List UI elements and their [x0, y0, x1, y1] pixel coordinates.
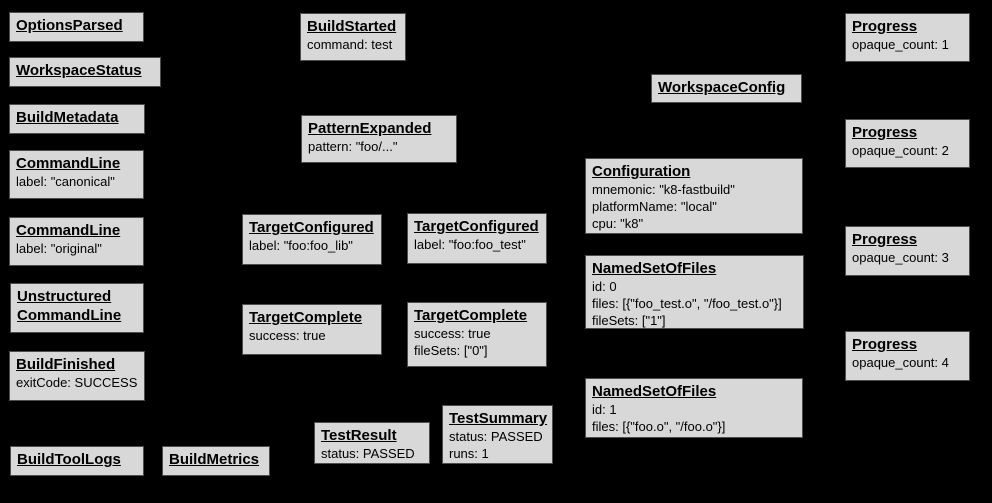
node-title: Progress	[852, 124, 918, 141]
node-attributes: label: "foo:foo_lib"	[249, 238, 353, 253]
node-configuration: Configuration mnemonic: "k8-fastbuild" p…	[585, 158, 803, 234]
node-title: Progress	[852, 336, 918, 353]
node-title: Progress	[852, 18, 918, 35]
node-attributes: status: PASSED	[321, 446, 415, 461]
node-attributes: label: "original"	[16, 241, 102, 256]
node-build-metadata: BuildMetadata	[9, 104, 145, 134]
node-target-configured-foo-lib: TargetConfigured label: "foo:foo_lib"	[242, 214, 382, 265]
node-title: CommandLine	[16, 222, 121, 239]
node-attributes: id: 1 files: [{"foo.o", "/foo.o"}]	[592, 402, 726, 434]
node-title: NamedSetOfFiles	[592, 260, 717, 277]
node-attributes: success: true	[249, 328, 326, 343]
node-unstructured-command-line: Unstructured CommandLine	[10, 283, 144, 333]
node-title: TestResult	[321, 427, 397, 444]
node-progress-3: Progress opaque_count: 3	[845, 226, 970, 276]
node-progress-1: Progress opaque_count: 1	[845, 13, 970, 62]
node-attributes: command: test	[307, 37, 393, 52]
node-workspace-config: WorkspaceConfig	[651, 74, 802, 103]
node-title: Progress	[852, 231, 918, 248]
node-progress-2: Progress opaque_count: 2	[845, 119, 970, 168]
node-title: WorkspaceStatus	[16, 62, 142, 79]
node-target-configured-foo-test: TargetConfigured label: "foo:foo_test"	[407, 213, 547, 264]
node-workspace-status: WorkspaceStatus	[9, 57, 161, 87]
node-build-tool-logs: BuildToolLogs	[10, 446, 144, 476]
node-title: TargetConfigured	[249, 219, 374, 236]
node-attributes: label: "foo:foo_test"	[414, 237, 526, 252]
node-title: BuildToolLogs	[17, 451, 121, 468]
node-test-result: TestResult status: PASSED	[314, 422, 430, 464]
node-attributes: opaque_count: 4	[852, 355, 949, 370]
node-attributes: success: true fileSets: ["0"]	[414, 326, 491, 358]
node-attributes: mnemonic: "k8-fastbuild" platformName: "…	[592, 182, 735, 231]
node-title: BuildMetrics	[169, 451, 260, 468]
node-title: TestSummary	[449, 410, 548, 427]
node-title: TargetComplete	[249, 309, 363, 326]
node-test-summary: TestSummary status: PASSED runs: 1	[442, 405, 553, 464]
node-attributes: label: "canonical"	[16, 174, 115, 189]
node-title: CommandLine	[16, 155, 121, 172]
node-title: PatternExpanded	[308, 120, 432, 137]
node-command-line-canonical: CommandLine label: "canonical"	[9, 150, 144, 199]
node-target-complete-foo-lib: TargetComplete success: true	[242, 304, 382, 355]
node-progress-4: Progress opaque_count: 4	[845, 331, 970, 381]
node-attributes: id: 0 files: [{"foo_test.o", "/foo_test.…	[592, 279, 782, 328]
node-title: TargetComplete	[414, 307, 528, 324]
node-attributes: opaque_count: 2	[852, 143, 949, 158]
node-attributes: pattern: "foo/..."	[308, 139, 398, 154]
node-title: Unstructured CommandLine	[17, 288, 122, 324]
node-attributes: exitCode: SUCCESS	[16, 375, 138, 390]
node-build-metrics: BuildMetrics	[162, 446, 270, 476]
node-attributes: opaque_count: 1	[852, 37, 949, 52]
node-named-set-of-files-1: NamedSetOfFiles id: 1 files: [{"foo.o", …	[585, 378, 803, 438]
node-options-parsed: OptionsParsed	[9, 12, 144, 42]
node-title: BuildFinished	[16, 356, 116, 373]
node-title: OptionsParsed	[16, 17, 123, 34]
node-build-started: BuildStarted command: test	[300, 13, 406, 61]
node-named-set-of-files-0: NamedSetOfFiles id: 0 files: [{"foo_test…	[585, 255, 804, 329]
node-title: NamedSetOfFiles	[592, 383, 717, 400]
node-title: BuildMetadata	[16, 109, 119, 126]
node-title: Configuration	[592, 163, 691, 180]
node-attributes: status: PASSED runs: 1	[449, 429, 543, 461]
node-pattern-expanded: PatternExpanded pattern: "foo/..."	[301, 115, 457, 163]
node-title: BuildStarted	[307, 18, 397, 35]
node-attributes: opaque_count: 3	[852, 250, 949, 265]
node-target-complete-foo-test: TargetComplete success: true fileSets: […	[407, 302, 547, 367]
node-title: WorkspaceConfig	[658, 79, 786, 96]
node-build-finished: BuildFinished exitCode: SUCCESS	[9, 351, 145, 401]
node-title: TargetConfigured	[414, 218, 539, 235]
node-command-line-original: CommandLine label: "original"	[9, 217, 144, 266]
